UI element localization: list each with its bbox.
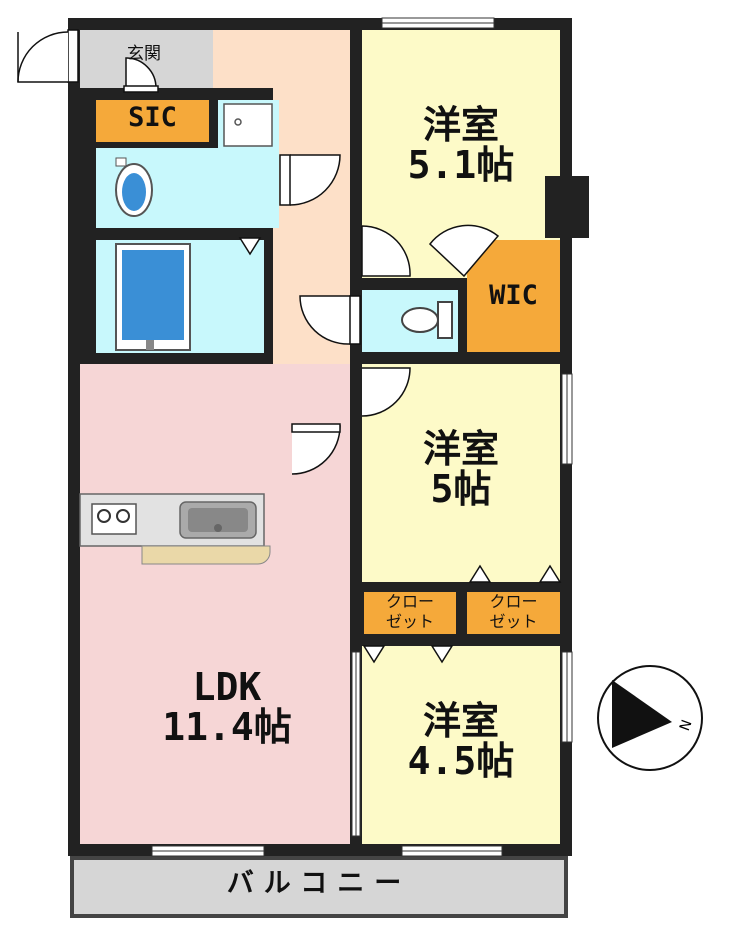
room-size: 11.4帖 [162, 704, 292, 749]
toilet [401, 301, 453, 339]
ldk-label: LDK 11.4帖 [80, 665, 374, 749]
room-name: 洋室 [422, 699, 499, 743]
corridor [273, 88, 350, 418]
entrance-door [17, 29, 79, 83]
closet-line2: ゼット [385, 612, 434, 631]
closet-line1: クロー [385, 592, 434, 611]
western-room-3-area [362, 646, 560, 844]
sic-area [96, 100, 209, 142]
washbasin [115, 157, 153, 217]
room-name: 洋室 [422, 103, 499, 147]
entrance-label: 玄関 [127, 44, 161, 64]
wic-area [467, 240, 560, 352]
drain [234, 118, 242, 126]
room-size: 5.1帖 [407, 142, 515, 187]
door-swing [123, 57, 500, 475]
balcony-area [70, 856, 568, 918]
western-room-1-label: 洋室 5.1帖 [362, 103, 560, 187]
room-size: 5帖 [430, 466, 492, 511]
closet-2-area [467, 592, 560, 634]
balcony-label: バルコニー [226, 868, 412, 899]
pillar [545, 176, 589, 238]
closet-1-label: クロー ゼット [364, 592, 456, 632]
closet-line2: ゼット [489, 612, 538, 631]
room-size: 4.5帖 [407, 738, 515, 783]
western-room-3-label: 洋室 4.5帖 [362, 699, 560, 783]
closet-1-area [364, 592, 456, 634]
closet-2-label: クロー ゼット [467, 592, 560, 632]
compass [597, 665, 703, 771]
sic-label: SIC [128, 102, 177, 133]
closet-door [238, 237, 562, 664]
compass-north-label: N [677, 718, 696, 733]
window [151, 17, 573, 857]
room-name: 洋室 [422, 427, 499, 471]
washing-machine-pan [223, 103, 273, 147]
wic-label: WIC [489, 280, 538, 311]
kitchen-counter [79, 493, 271, 565]
ldk-area [273, 418, 350, 844]
closet-line1: クロー [489, 592, 538, 611]
room-name: LDK [192, 665, 262, 709]
western-room-2-label: 洋室 5帖 [362, 427, 560, 511]
bathtub [115, 243, 191, 351]
corridor [213, 30, 350, 88]
